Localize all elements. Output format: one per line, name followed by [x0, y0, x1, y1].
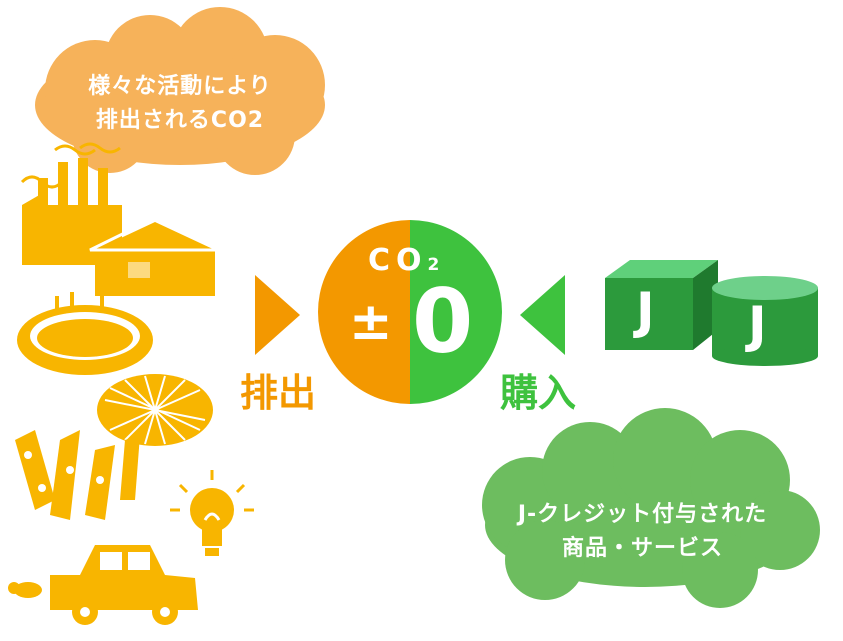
- crops-icon: [15, 430, 140, 520]
- credit-cloud: [482, 408, 820, 608]
- purchase-label: 購入: [500, 371, 577, 415]
- purchase-arrow-icon: [520, 275, 565, 355]
- credit-cube-icon: [605, 260, 718, 350]
- emissions-cloud-line2: 排出されるCO2: [95, 108, 265, 134]
- co2-label-subscript: 2: [427, 255, 440, 275]
- co2-balance-circle: [318, 220, 502, 404]
- credit-cloud-text: J-クレジット付与された 商品・サービス: [470, 498, 815, 566]
- emissions-cloud-line1: 様々な活動により: [88, 74, 272, 99]
- plus-minus-symbol: ±: [349, 292, 393, 352]
- credit-cloud-line1: J-クレジット付与された: [517, 502, 768, 527]
- emission-arrow-icon: [255, 275, 300, 355]
- co2-label-text: CO: [368, 243, 428, 278]
- light-bulb-icon: [170, 470, 254, 556]
- dome-icon: [97, 374, 213, 446]
- credit-cylinder-icon: [712, 276, 818, 366]
- co2-label: CO2: [368, 243, 439, 278]
- emissions-cloud: [35, 7, 325, 175]
- credit-cube-letter: J: [636, 282, 655, 340]
- credit-cylinder-letter: J: [748, 296, 767, 354]
- zero-value: 0: [412, 270, 474, 373]
- emission-label: 排出: [240, 371, 317, 415]
- stadium-icon: [17, 292, 153, 375]
- credit-cloud-line2: 商品・サービス: [561, 536, 723, 562]
- emissions-cloud-text: 様々な活動により 排出されるCO2: [35, 70, 325, 138]
- car-icon: [8, 545, 198, 625]
- house-icon: [89, 216, 221, 296]
- factory-icon: [20, 142, 122, 265]
